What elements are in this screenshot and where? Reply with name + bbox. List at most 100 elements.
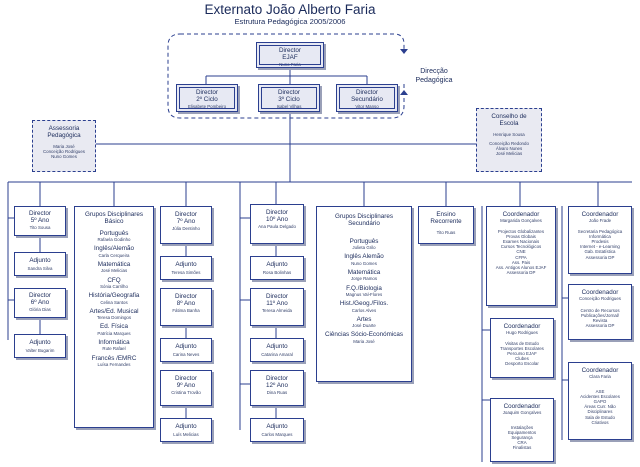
coord-item: Projectos Globalizantes — [497, 228, 545, 234]
person-name: Isabel Vilhas — [276, 103, 302, 109]
role: Adjunto — [175, 343, 197, 350]
grupos-basico-title-1: Grupos Disciplinares — [84, 211, 144, 218]
ensino-title-1: Ensino — [436, 211, 456, 218]
role: Coordenador — [503, 403, 541, 410]
role: Adjunto — [29, 339, 51, 346]
subject: Artes/Ed. Musical — [89, 307, 139, 315]
grupos-secundario-title-2: Secundário — [348, 220, 380, 228]
person-name: Sandra Silva — [27, 266, 53, 272]
role: Director — [355, 89, 379, 96]
grupos-secundario-box: Grupos Disciplinares Secundário Portuguê… — [316, 206, 412, 382]
coord-item: ASE — [595, 388, 605, 394]
coord-item: Provas Globais — [506, 233, 536, 239]
role: Adjunto — [29, 257, 51, 264]
coordenador-clara-box: Coordenador Clara Faria ASE Acidentes Es… — [568, 362, 632, 440]
director-3-ciclo-box: Director 3º Ciclo Isabel Vilhas — [258, 84, 320, 112]
coord-item: Sala de Estudo — [585, 414, 615, 420]
adjunto-11-ano-box: Adjunto Catarina Amaral — [250, 338, 304, 362]
grupos-secundario-title-1: Grupos Disciplinares — [334, 213, 394, 220]
director-11-ano-box: Director 11º Ano Teresa Almeida — [250, 288, 304, 326]
director-7-ano-box: Director 7º Ano Júlia Dentinho — [160, 206, 212, 244]
director-12-ano-box: Director 12º Ano Dina Ruas — [250, 370, 304, 406]
coordenador-conceicao-box: Coordenador Conceição Rodrigues Centro d… — [568, 284, 632, 340]
director-secundario-box: Director Secundário Vitor Manso — [336, 84, 398, 112]
unit: 10º Ano — [266, 216, 288, 224]
person-name: Sónia Carrilho — [100, 284, 128, 290]
coord-item: CNE — [516, 249, 526, 255]
direccao-label-line-2: Pedagógica — [415, 76, 453, 84]
subject: Artes — [356, 315, 372, 323]
director-6-ano-box: Director 6º Ano Glória Dias — [14, 288, 66, 318]
person-name: Celina Santos — [100, 299, 128, 305]
person-name: Carlos Alves — [351, 307, 377, 313]
coord-item: Segurança — [511, 435, 533, 441]
subject: CFQ — [107, 276, 121, 284]
person-name: Conceição Rodrigues — [43, 149, 85, 155]
grupo-item: Hist./Geog./Filos.Carlos Alves — [317, 300, 411, 313]
assessoria-title-2: Pedagógica — [47, 132, 81, 140]
coord-item: Equipamentos — [507, 429, 537, 435]
coord-item: CFPA — [515, 254, 527, 260]
person-name: Carina Neves — [172, 352, 200, 358]
person-name: Magnus Val-Flores — [345, 292, 383, 298]
person-name: Catarina Amaral — [261, 352, 293, 358]
coord-item: Ass. Antigos Alunos EJAF — [495, 265, 547, 271]
director-5-ano-box: Director 5º Ano Tito Sousa — [14, 206, 66, 236]
person-name: Carlos Marques — [261, 432, 293, 438]
person-name: Joaquim Gonçalves — [502, 410, 542, 416]
person-name: Luísa Fernandes — [97, 362, 131, 368]
person-name: Vitor Manso — [355, 103, 379, 109]
person-name: Maria José — [53, 143, 75, 149]
role: Coordenador — [581, 211, 619, 218]
subject: Português — [349, 237, 379, 245]
role: Coordenador — [581, 367, 619, 374]
coord-item: Desporto Escolar — [505, 361, 539, 367]
subject: Hist./Geog./Filos. — [339, 300, 389, 308]
coord-item: Exames Nacionais — [502, 239, 540, 245]
subject: Informática — [98, 339, 130, 347]
person-name: Luís Melicias — [173, 432, 199, 438]
role: Director — [195, 89, 219, 96]
subject: Matemática — [347, 269, 381, 277]
person-name: Margarida Gonçalves — [500, 218, 542, 224]
role: Adjunto — [266, 261, 288, 268]
coord-item: Revista — [592, 318, 608, 324]
person-name: Conceição Rodrigues — [579, 296, 621, 302]
unit: 7º Ano — [176, 218, 196, 226]
unit: 2º Ciclo — [196, 96, 218, 104]
director-2-ciclo-box: Director 2º Ciclo Elisabete Pombeiro — [176, 84, 238, 112]
unit: 8º Ano — [176, 300, 196, 308]
page-subtitle: Estrutura Pedagógica 2005/2006 — [234, 17, 346, 26]
page-title: Externato João Alberto Faria — [204, 2, 376, 17]
role: Director — [174, 375, 198, 382]
person-name: José Duarte — [352, 323, 376, 329]
unit: 9º Ano — [176, 382, 196, 390]
person-name: Rafaela Godinho — [97, 237, 131, 243]
adjunto-6-ano-box: Adjunto Valter Bugarim — [14, 334, 66, 358]
direccao-label-line-1: Direcção — [420, 68, 448, 75]
subject: Inglês/Alemão — [94, 245, 134, 253]
role: Director — [265, 375, 289, 382]
conselho-title-2: Escola — [499, 120, 519, 128]
person-name: Clara Faria — [589, 374, 611, 380]
coord-item: Gab. Estatística — [584, 249, 616, 255]
person-name: Maria José — [353, 338, 375, 344]
coordenador-hugo-box: Coordenador Hugo Rodrigues Visitas de Es… — [490, 318, 554, 378]
person-name: Álvaro Nunes — [495, 146, 523, 152]
coord-item: Disciplinares — [587, 409, 613, 415]
role: Coordenador — [502, 211, 540, 218]
assessoria-title-1: Assessoria — [48, 125, 80, 132]
person-name: Julieta Grilo — [352, 245, 376, 251]
coord-item: Acidentes Escolares — [580, 393, 620, 399]
director-9-ano-box: Director 9º Ano Cristina Trovão — [160, 370, 212, 406]
role: Director — [174, 211, 198, 218]
